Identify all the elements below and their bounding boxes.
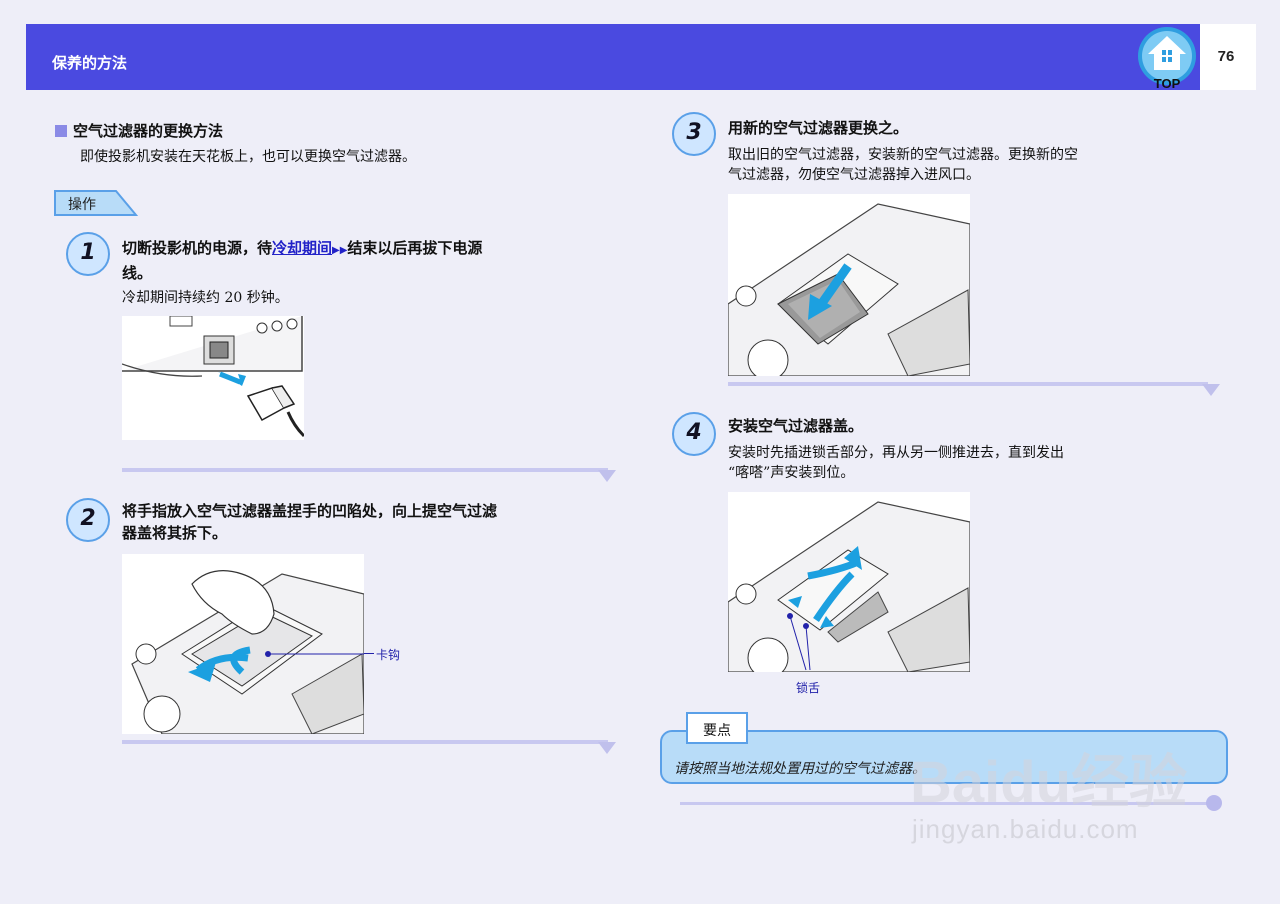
- step-4-body: 安装时先插进锁舌部分，再从另一侧推进去，直到发出 “喀嗒”声安装到位。: [728, 445, 1064, 481]
- header-bar: 保养的方法: [26, 24, 1200, 90]
- replace-filter-illustration: [728, 194, 970, 376]
- step-1-heading: 切断投影机的电源，待冷却期间▶▶结束以后再拔下电源 线。: [122, 239, 483, 282]
- operation-tab: 操作: [54, 190, 139, 216]
- step-3-number: 3: [672, 112, 716, 156]
- section-title: 空气过滤器的更换方法: [55, 120, 223, 141]
- step-2-number: 2: [66, 498, 110, 542]
- note-tab: 要点: [686, 712, 748, 744]
- callout-leader: [364, 653, 374, 654]
- install-cover-illustration: [728, 492, 970, 672]
- operation-tab-label: 操作: [68, 197, 96, 213]
- step-3-body: 取出旧的空气过滤器，安装新的空气过滤器。更换新的空 气过滤器，勿使空气过滤器掉入…: [728, 147, 1078, 183]
- note-text: 请按照当地法规处置用过的空气过滤器。: [674, 761, 926, 777]
- page-number-box: 76: [1200, 24, 1256, 90]
- divider-arrow-icon: [1202, 384, 1220, 396]
- svg-text:TOP: TOP: [1154, 76, 1181, 90]
- section-intro: 即使投影机安装在天花板上，也可以更换空气过滤器。: [80, 149, 416, 165]
- step-3-heading: 用新的空气过滤器更换之。: [728, 119, 909, 137]
- baidu-watermark-logo: Baidu经验: [910, 740, 1210, 860]
- house-icon: TOP: [1138, 27, 1196, 91]
- step-3-divider: [728, 382, 1208, 386]
- watermark-url: jingyan.baidu.com: [912, 814, 1139, 844]
- square-bullet-icon: [55, 124, 67, 137]
- svg-text:Baidu经验: Baidu经验: [910, 750, 1187, 815]
- top-button[interactable]: TOP: [1136, 26, 1198, 91]
- divider-dot-icon: [1206, 795, 1222, 811]
- step-1-number: 1: [66, 232, 110, 276]
- latch-callout: 锁舌: [796, 681, 821, 695]
- remove-cover-illustration: [122, 554, 364, 734]
- step-1-divider: [122, 468, 608, 472]
- page-number: 76: [1217, 48, 1235, 65]
- step-4-number: 4: [672, 412, 716, 456]
- step-1-body: 冷却期间持续约 20 秒钟。: [122, 290, 289, 306]
- link-arrow-icon: ▶▶: [332, 245, 348, 256]
- section-title-text: 空气过滤器的更换方法: [73, 122, 224, 140]
- divider-arrow-icon: [598, 742, 616, 754]
- note-divider: [680, 802, 1210, 805]
- step-4-heading: 安装空气过滤器盖。: [728, 417, 864, 435]
- unplug-illustration: [122, 316, 304, 440]
- cooldown-link[interactable]: 冷却期间: [272, 239, 333, 257]
- hook-callout: 卡钩: [376, 648, 401, 662]
- header-title: 保养的方法: [52, 54, 128, 72]
- divider-arrow-icon: [598, 470, 616, 482]
- note-box: [660, 730, 1228, 784]
- step-2-divider: [122, 740, 608, 744]
- step-2-heading: 将手指放入空气过滤器盖捏手的凹陷处，向上提空气过滤 器盖将其拆下。: [122, 502, 498, 542]
